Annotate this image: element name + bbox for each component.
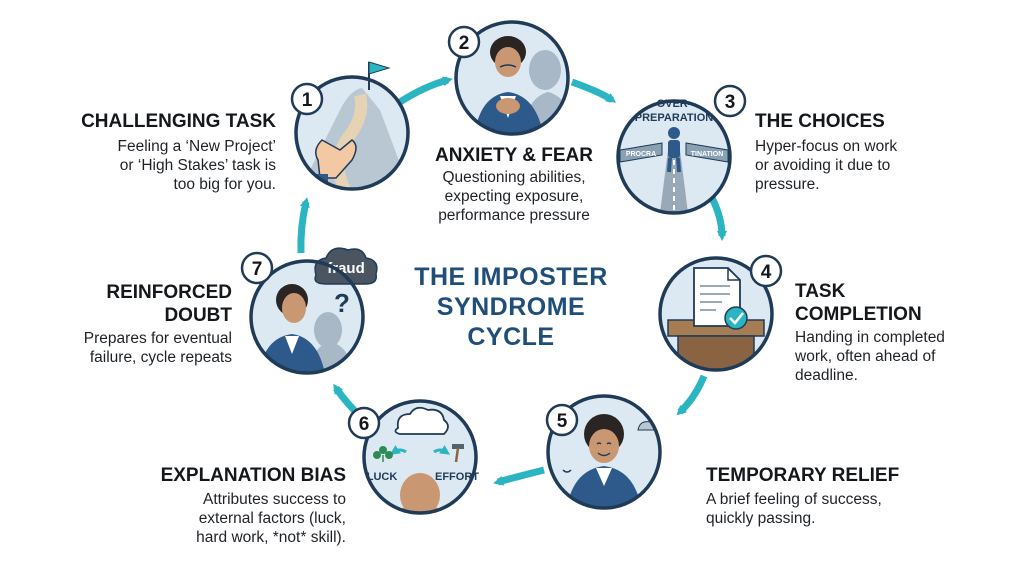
stage-2-number: 2 (459, 33, 470, 54)
cycle-title-line-3: CYCLE (467, 323, 555, 351)
stage-1-desc: Feeling a ‘New Project’ or ‘High Stakes’… (117, 138, 276, 193)
fraud-cloud-person-icon: fraud ? (249, 247, 378, 375)
arrow-1-to-2 (398, 76, 453, 105)
stage-6-desc: Attributes success to external factors (… (196, 491, 346, 546)
choices-top-label-2: PREPARATION (635, 112, 713, 124)
luck-effort-head-icon: LUCK EFFORT (362, 399, 479, 515)
choices-left-label: PROCRA (626, 151, 656, 158)
stage-5-desc: A brief feeling of success, quickly pass… (706, 491, 882, 527)
stage-1-number: 1 (302, 90, 313, 111)
mountain-flag-icon (294, 61, 410, 191)
stage-4-number: 4 (761, 262, 772, 283)
arrow-7-to-1 (297, 197, 310, 254)
arrow-3-to-4 (708, 196, 727, 241)
number-badges: 1 2 3 4 5 6 7 (240, 25, 783, 440)
arrow-4-to-5 (676, 374, 708, 416)
luck-label: LUCK (367, 471, 398, 483)
stage-4-title: TASK COMPLETION (795, 281, 922, 325)
cycle-title-line-2: SYNDROME (436, 293, 586, 321)
stage-1-title: CHALLENGING TASK (81, 111, 276, 132)
stage-7-title: REINFORCED DOUBT (106, 282, 232, 326)
stage-6-number: 6 (359, 414, 370, 435)
arrow-5-to-6 (493, 466, 545, 486)
stage-5-title: TEMPORARY RELIEF (706, 465, 900, 486)
stage-7-number: 7 (252, 259, 263, 280)
stage-3-title: THE CHOICES (755, 111, 885, 132)
fraud-label: fraud (327, 260, 365, 277)
stage-5-number: 5 (557, 411, 568, 432)
cycle-title: THE IMPOSTER SYNDROME CYCLE (386, 262, 636, 352)
crossroads-icon: OVER- PREPARATION PROCRA TINATION (616, 98, 732, 215)
hammer-icon (452, 444, 464, 463)
question-mark: ? (334, 288, 350, 318)
stage-3-desc: Hyper-focus on work or avoiding it due t… (755, 138, 898, 193)
stage-6-title: EXPLANATION BIAS (160, 465, 346, 486)
anxious-person-icon (454, 20, 570, 136)
document-check-icon (658, 256, 774, 372)
stage-3-number: 3 (725, 92, 736, 113)
choices-right-label: TINATION (691, 151, 724, 158)
effort-label: EFFORT (435, 471, 479, 483)
stage-4-desc: Handing in completed work, often ahead o… (795, 329, 945, 384)
clover-icon (373, 446, 393, 462)
stage-7-desc: Prepares for eventual failure, cycle rep… (83, 330, 232, 366)
stage-2-desc: Questioning abilities, expecting exposur… (438, 169, 590, 224)
relieved-person-icon (546, 394, 662, 510)
stage-2-title: ANXIETY & FEAR (434, 145, 593, 166)
arrow-2-to-3 (570, 78, 617, 103)
cycle-title-line-1: THE IMPOSTER (414, 263, 608, 291)
